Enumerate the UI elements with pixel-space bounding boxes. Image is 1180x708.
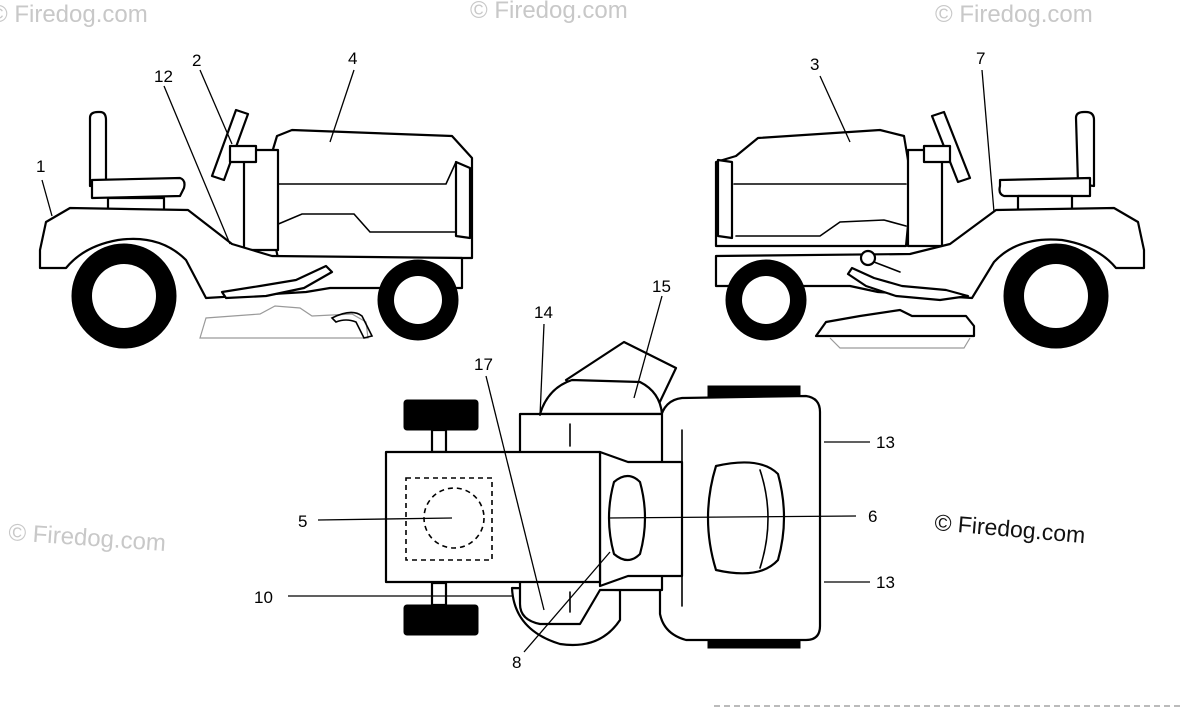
callout-13-upper: 13	[876, 433, 895, 452]
leader-4	[329, 69, 355, 143]
right-seat-back	[1074, 110, 1096, 188]
left-footrest	[220, 264, 334, 300]
leader-7	[981, 69, 995, 213]
right-front-hub	[742, 276, 790, 324]
leader-14	[539, 323, 545, 417]
right-lever	[873, 261, 901, 273]
callout-4: 4	[348, 49, 357, 68]
callout-2: 2	[192, 51, 201, 70]
top-front-tire-lower	[403, 604, 479, 636]
right-rear-fender	[714, 206, 1146, 300]
leader-6	[607, 515, 857, 519]
left-hood	[260, 128, 474, 260]
right-dash-tower	[906, 148, 944, 248]
top-seat	[706, 461, 786, 575]
leader-17	[485, 375, 545, 611]
right-deck-skirt	[829, 337, 971, 349]
watermark-top-center: © Firedog.com	[470, 0, 628, 24]
top-front-axle-lower	[430, 581, 448, 607]
callout-1: 1	[36, 157, 45, 176]
leader-lines	[41, 69, 995, 653]
leader-2	[199, 69, 233, 145]
callout-13-lower: 13	[876, 573, 895, 592]
callout-3: 3	[810, 55, 819, 74]
top-hood	[384, 450, 602, 584]
right-seat-cushion	[998, 176, 1092, 198]
callout-17: 17	[474, 355, 493, 374]
callout-12: 12	[154, 67, 173, 86]
left-side-tractor-view	[38, 108, 474, 349]
left-grille-panel	[454, 160, 472, 240]
top-deck-upper	[538, 378, 664, 416]
leader-15	[633, 295, 663, 399]
top-view-tractor	[384, 340, 822, 649]
right-grille-panel	[716, 158, 734, 240]
callout-numbers: 1 2 3 4 5 6 7 8 10 12 13 13 14 15 17	[36, 49, 985, 672]
right-hood	[714, 128, 914, 248]
top-seat-line	[759, 469, 769, 569]
watermark-mid-left: © Firedog.com	[8, 519, 167, 557]
right-hood-side-line	[735, 219, 907, 237]
leader-3	[819, 75, 851, 143]
callout-7: 7	[976, 49, 985, 68]
left-seat-cushion	[90, 176, 186, 200]
right-footrest	[846, 266, 970, 302]
left-front-hub	[394, 276, 442, 324]
top-front-tire-upper	[403, 399, 479, 431]
leader-8	[523, 551, 611, 653]
top-front-axle-upper	[430, 428, 448, 454]
watermark-top-left: © Firedog.com	[0, 1, 148, 28]
callout-14: 14	[534, 303, 553, 322]
left-steering-column	[228, 144, 258, 164]
callout-6: 6	[868, 507, 877, 526]
callout-15: 15	[652, 277, 671, 296]
left-deck-chute	[330, 311, 374, 339]
callout-5: 5	[298, 512, 307, 531]
callout-10: 10	[254, 588, 273, 607]
right-rear-hub	[1024, 264, 1088, 328]
leader-12	[163, 85, 231, 245]
left-mower-deck	[199, 305, 369, 339]
leader-5	[317, 517, 453, 521]
left-rear-fender	[38, 206, 464, 300]
left-dash-tower	[242, 148, 280, 252]
callout-8: 8	[512, 653, 521, 672]
right-side-tractor-view	[714, 110, 1146, 349]
copyright-text: © Firedog.com	[934, 509, 1087, 548]
right-mower-deck	[814, 308, 976, 338]
watermark-top-right: © Firedog.com	[935, 1, 1093, 28]
right-steering-column	[922, 144, 952, 164]
left-seat-back	[88, 110, 108, 188]
right-lever-knob	[859, 249, 877, 267]
leader-1	[41, 179, 53, 217]
left-rear-hub	[92, 264, 156, 328]
left-hood-side-line	[275, 213, 457, 233]
left-hood-line	[275, 161, 457, 185]
top-engine-outline	[405, 477, 493, 561]
